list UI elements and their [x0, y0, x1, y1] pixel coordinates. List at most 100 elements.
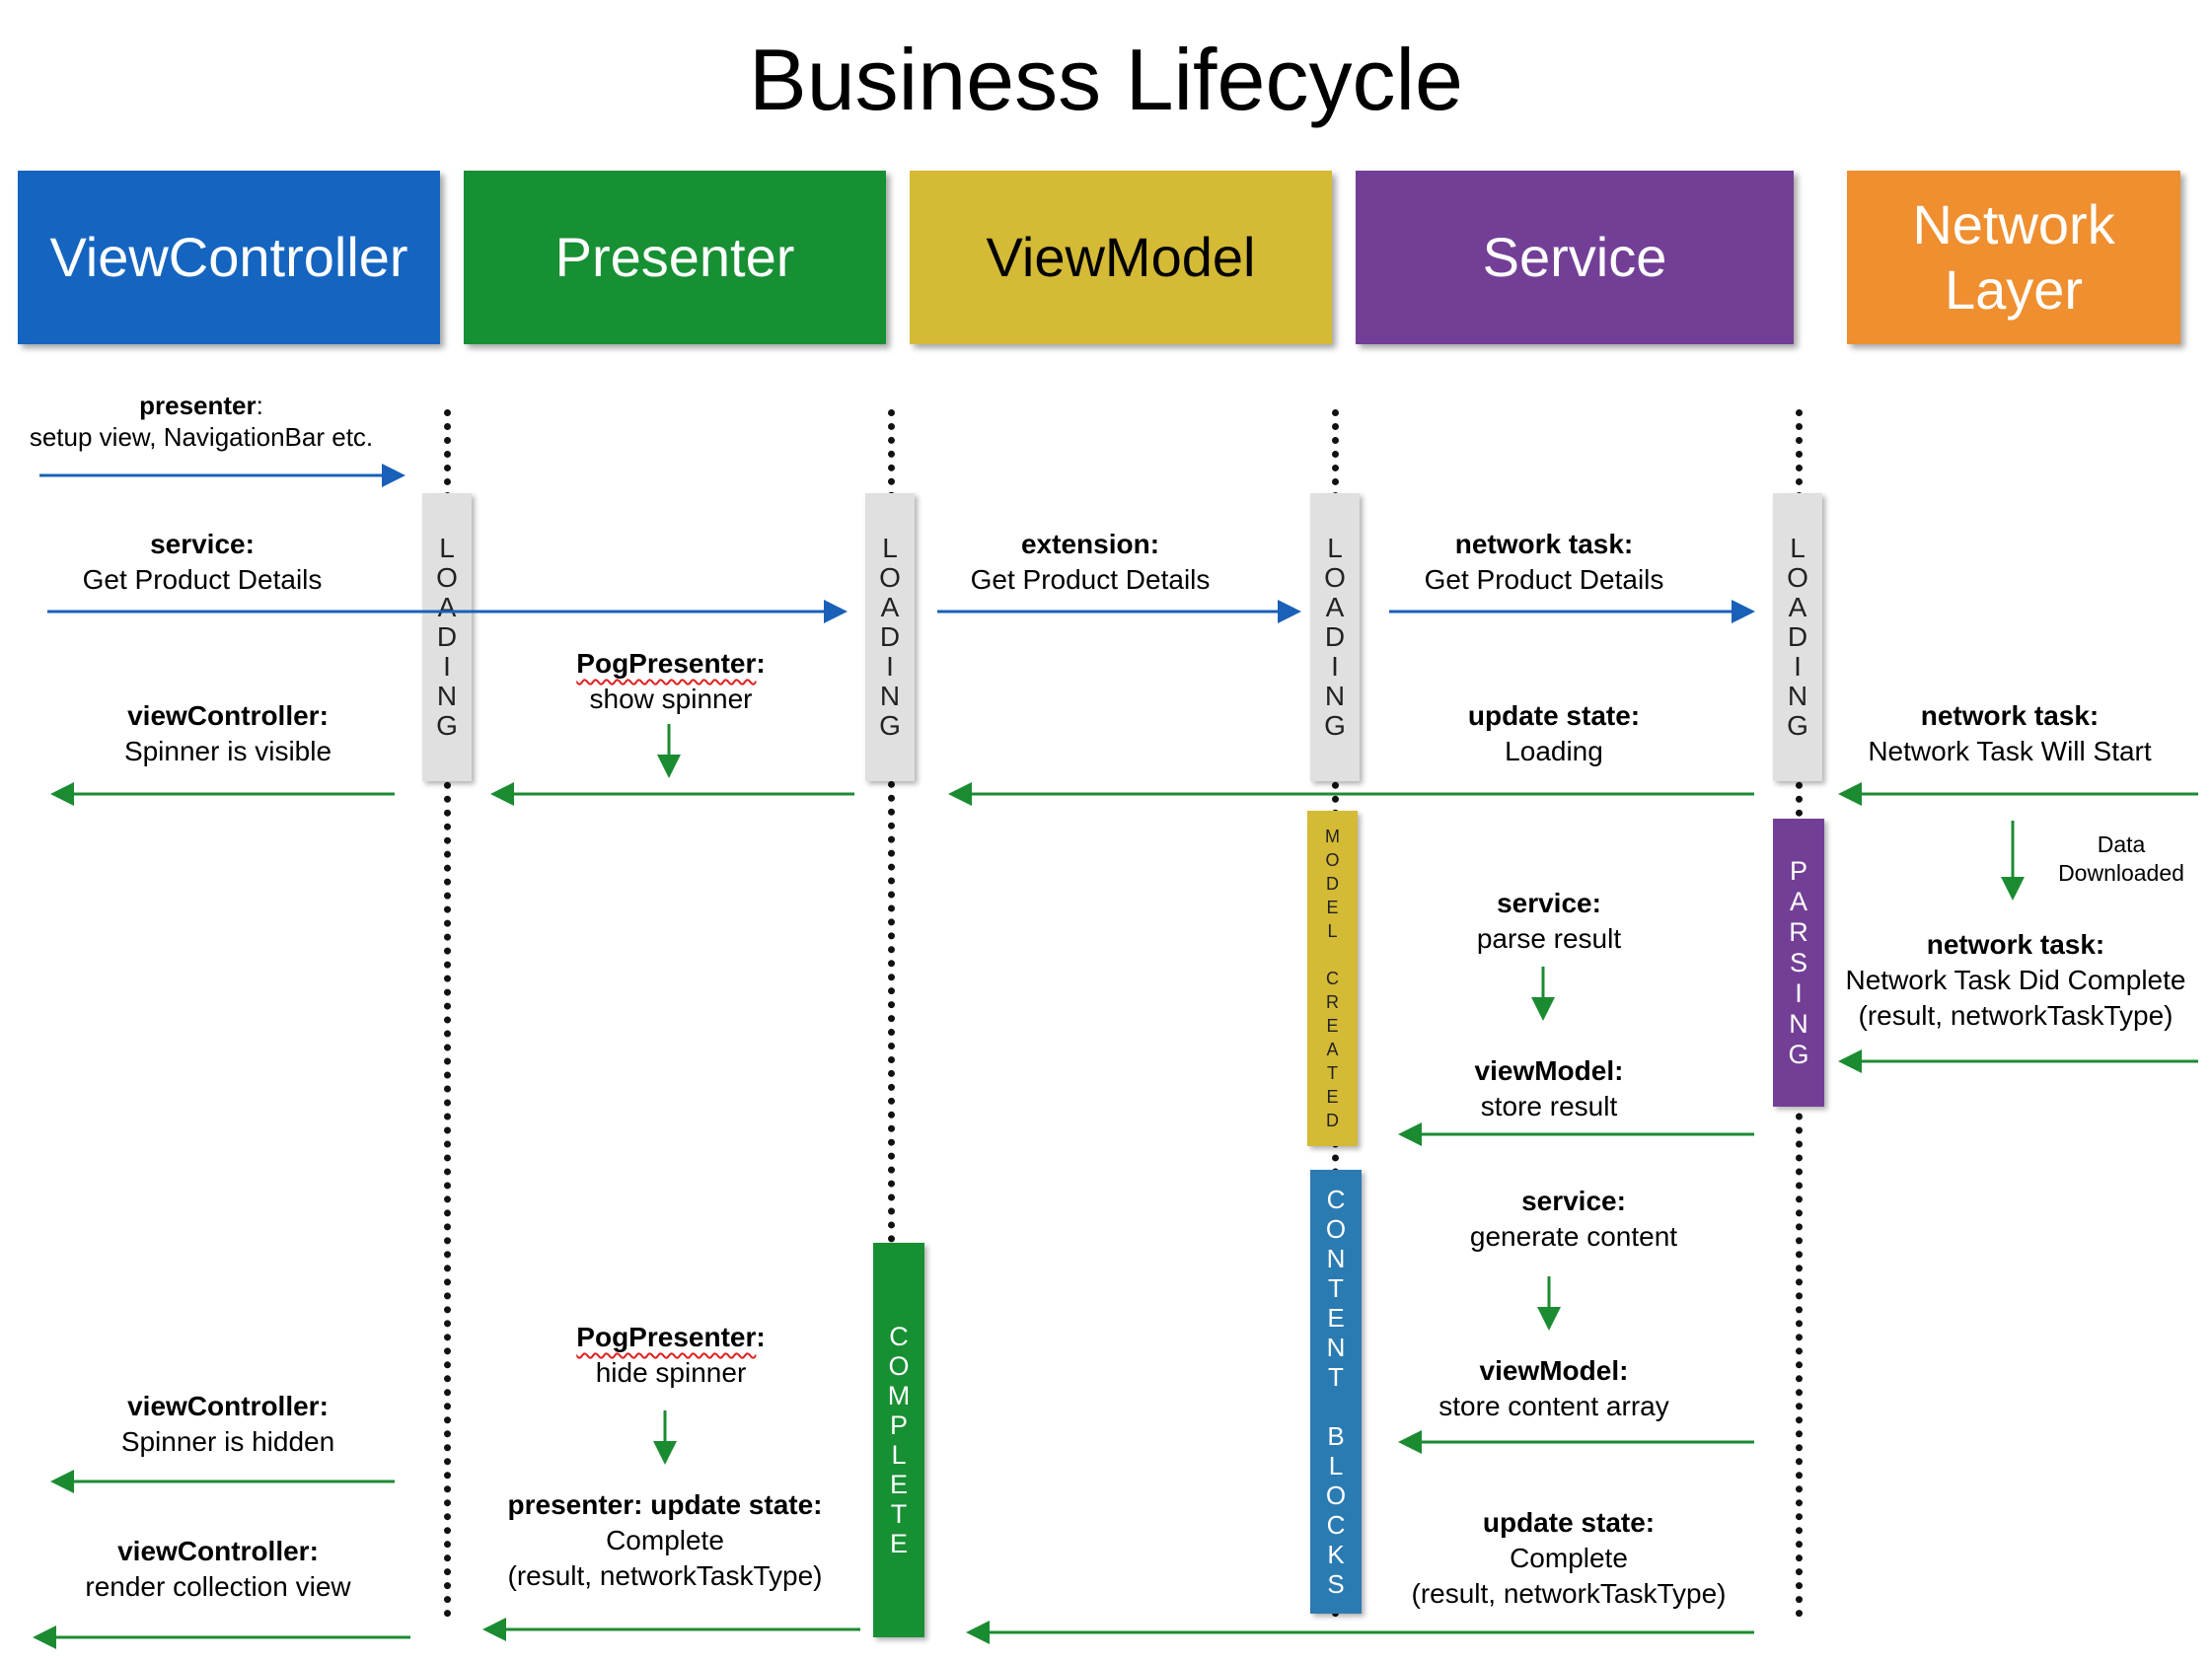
bar-letter: O — [1324, 562, 1346, 593]
note-text: Network Task Will Start — [1868, 736, 2152, 766]
note-text: (result, networkTaskType) — [507, 1560, 823, 1591]
header-presenter: Presenter — [464, 171, 886, 344]
bar-letter: N — [1324, 681, 1346, 711]
page-title: Business Lifecycle — [749, 31, 1463, 128]
lifeline-presenter — [888, 409, 895, 1243]
bar-letter: S — [1789, 947, 1807, 977]
note-title: service: — [1521, 1186, 1626, 1216]
note-text: Get Product Details — [1424, 564, 1664, 595]
note-data-downloaded: Data Downloaded — [2032, 830, 2210, 888]
bar-letter: S — [1327, 1569, 1345, 1599]
bar-letter: E — [1326, 1016, 1339, 1036]
bar-letter: G — [436, 710, 458, 741]
note-text: Get Product Details — [82, 564, 323, 595]
bar-letter: G — [1788, 1039, 1809, 1069]
note-text: Loading — [1505, 736, 1603, 766]
bar-letter: M — [887, 1381, 911, 1410]
note-title: viewModel: — [1474, 1055, 1624, 1086]
note-text: Data — [2097, 831, 2146, 857]
bar-letter: L — [1327, 921, 1338, 941]
note-title: service: — [1497, 888, 1601, 918]
note-title: PogPresenter — [576, 1322, 757, 1352]
note-update-state-loading: update state: Loading — [1391, 698, 1717, 769]
bar-letter: L — [439, 533, 455, 563]
note-title: update state: — [1467, 700, 1641, 731]
note-text: store content array — [1438, 1391, 1669, 1421]
bar-letter: D — [1326, 874, 1339, 894]
header-label: ViewController — [49, 226, 408, 288]
note-title: viewController: — [127, 1391, 329, 1421]
bar-letter: N — [1789, 1008, 1808, 1039]
bar-letter: G — [1787, 710, 1808, 741]
note-service-get: service: Get Product Details — [39, 527, 365, 598]
note-title-suffix: : — [756, 1322, 766, 1352]
bar-letter: O — [1787, 562, 1808, 593]
bar-letter: N — [1787, 681, 1808, 711]
note-text: Complete — [1510, 1543, 1628, 1573]
note-title: viewController: — [127, 700, 329, 731]
note-title: presenter — [139, 391, 257, 420]
bar-letter: I — [443, 651, 451, 682]
bar-letter: C — [1326, 969, 1339, 988]
bar-letter: G — [879, 710, 901, 741]
note-pog-show: PogPresenter: show spinner — [533, 646, 809, 717]
note-text: (result, networkTaskType) — [1858, 1000, 2174, 1031]
note-title: network task: — [1454, 529, 1634, 559]
note-network-task-get: network task: Get Product Details — [1381, 527, 1707, 598]
bar-letter: L — [1327, 533, 1343, 563]
bar-letter: O — [1325, 1214, 1347, 1244]
bar-letter: L — [1790, 533, 1806, 563]
note-title: presenter: update state: — [507, 1489, 823, 1520]
bar-letter: A — [1326, 1040, 1339, 1059]
note-text: generate content — [1469, 1221, 1678, 1252]
bar-letter: O — [1325, 850, 1340, 870]
bar-letter: D — [1324, 621, 1346, 652]
bar-letter: T — [890, 1499, 908, 1529]
bar-letter: K — [1327, 1540, 1345, 1569]
note-text: hide spinner — [595, 1357, 747, 1388]
header-label: Presenter — [554, 226, 795, 288]
bar-letter: C — [1326, 1510, 1346, 1540]
note-text: (result, networkTaskType) — [1411, 1578, 1727, 1609]
bar-letter: R — [1326, 992, 1339, 1012]
note-presenter-setup: presenter: setup view, NavigationBar etc… — [0, 390, 403, 453]
bar-letter: D — [436, 621, 458, 652]
bar-letter: D — [1326, 1111, 1339, 1130]
note-text: Spinner is hidden — [120, 1426, 335, 1457]
bar-letter: A — [1788, 592, 1807, 622]
bar-letter: A — [880, 592, 900, 622]
note-text: Get Product Details — [970, 564, 1211, 595]
note-pog-hide: PogPresenter: hide spinner — [533, 1320, 809, 1391]
note-extension-get: extension: Get Product Details — [927, 527, 1253, 598]
note-text: Network Task Did Complete — [1845, 965, 2186, 995]
note-vc-render: viewController: render collection view — [55, 1534, 381, 1605]
bar-letter: O — [1325, 1480, 1347, 1510]
bar-letter: E — [1326, 898, 1339, 917]
bar-letter: M — [1325, 827, 1340, 846]
bar-letter: C — [889, 1322, 909, 1351]
note-title: viewModel: — [1479, 1355, 1629, 1386]
note-title: network task: — [1920, 700, 2100, 731]
note-title: viewController: — [117, 1536, 319, 1566]
bar-letter: O — [436, 562, 458, 593]
note-text: parse result — [1476, 923, 1622, 954]
bar-letter: I — [1794, 651, 1802, 682]
note-vc-spinner-hidden: viewController: Spinner is hidden — [65, 1389, 391, 1460]
note-title: PogPresenter — [576, 648, 757, 679]
bar-letter: D — [1787, 621, 1808, 652]
bar-letter: L — [1328, 1451, 1344, 1480]
bar-letter: L — [891, 1440, 907, 1470]
header-view-model: ViewModel — [910, 171, 1332, 344]
bar-letter: E — [1326, 1087, 1339, 1107]
header-label: ViewModel — [986, 226, 1256, 288]
